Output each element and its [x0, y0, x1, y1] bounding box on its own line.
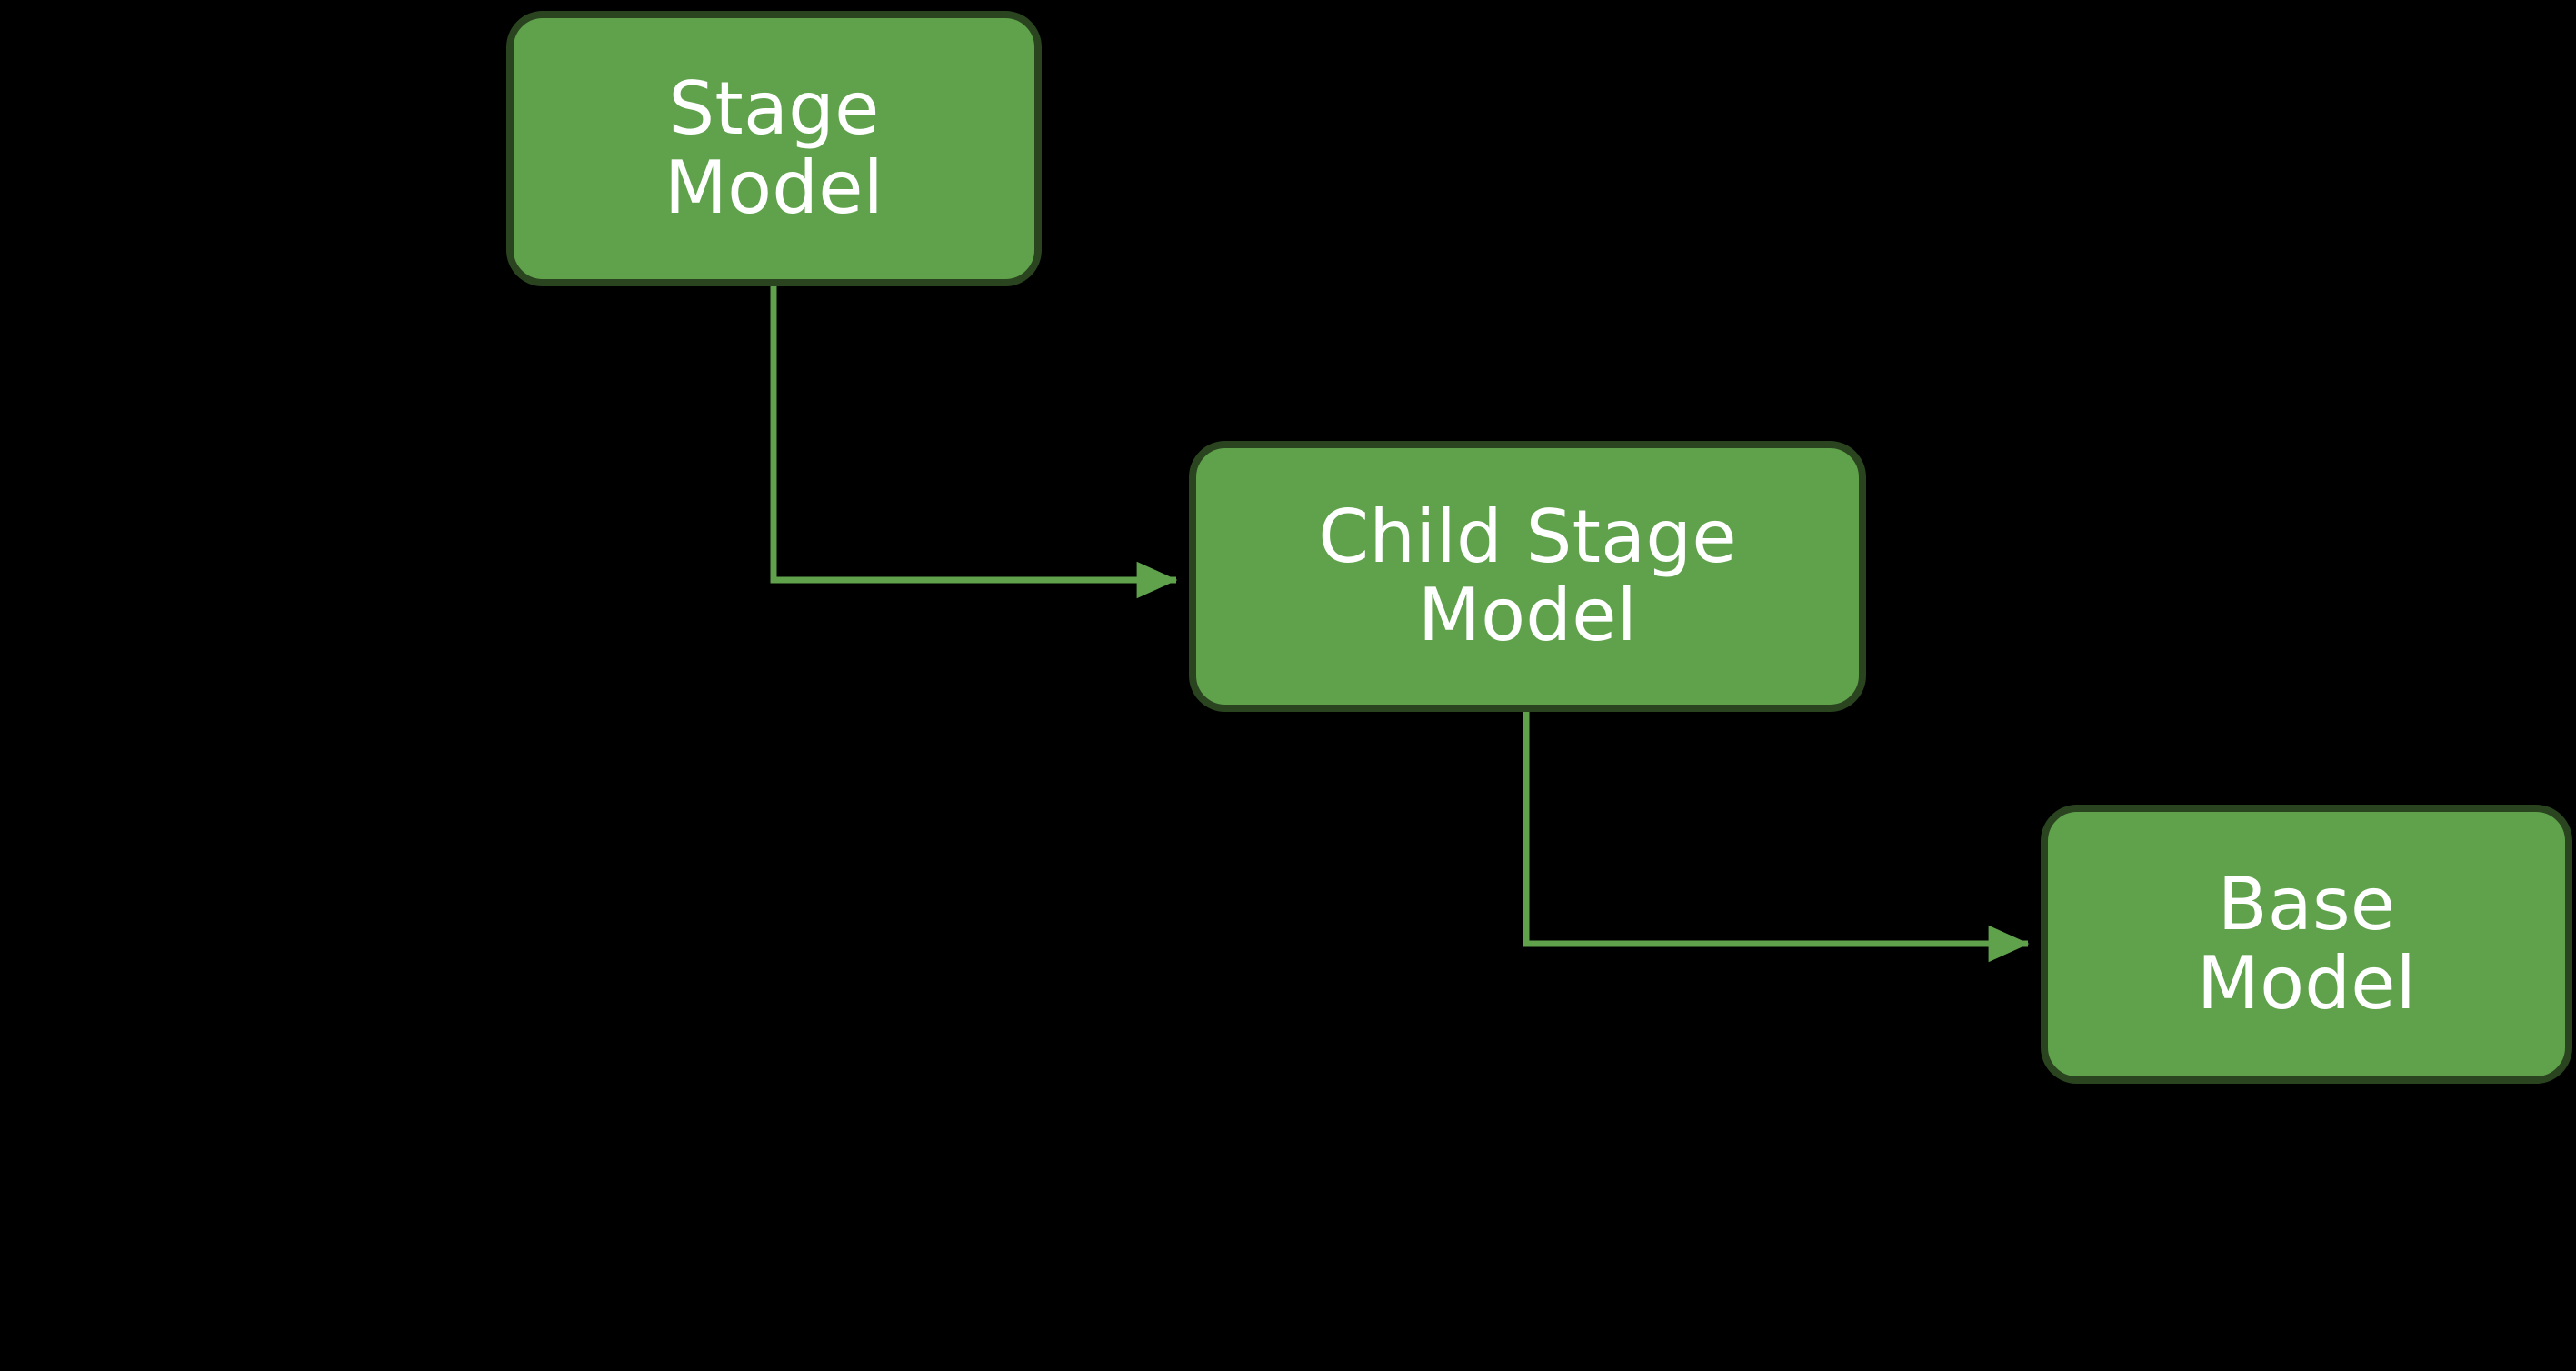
node-stage-model-line-1: Stage: [668, 66, 880, 152]
node-stage-model-line-2: Model: [664, 145, 884, 230]
edge-child-stage-to-base: [1523, 710, 2030, 963]
node-stage-model[interactable]: Stage Model: [506, 11, 1042, 286]
node-child-stage-model[interactable]: Child Stage Model: [1189, 441, 1866, 712]
node-base-model[interactable]: Base Model: [2041, 805, 2572, 1084]
node-child-stage-model-line-2: Model: [1417, 573, 1638, 657]
node-base-model-line-1: Base: [2217, 862, 2396, 947]
node-child-stage-model-line-1: Child Stage: [1318, 494, 1737, 579]
edge-stage-to-child-stage: [770, 285, 1178, 599]
node-base-model-line-2: Model: [2196, 940, 2417, 1026]
